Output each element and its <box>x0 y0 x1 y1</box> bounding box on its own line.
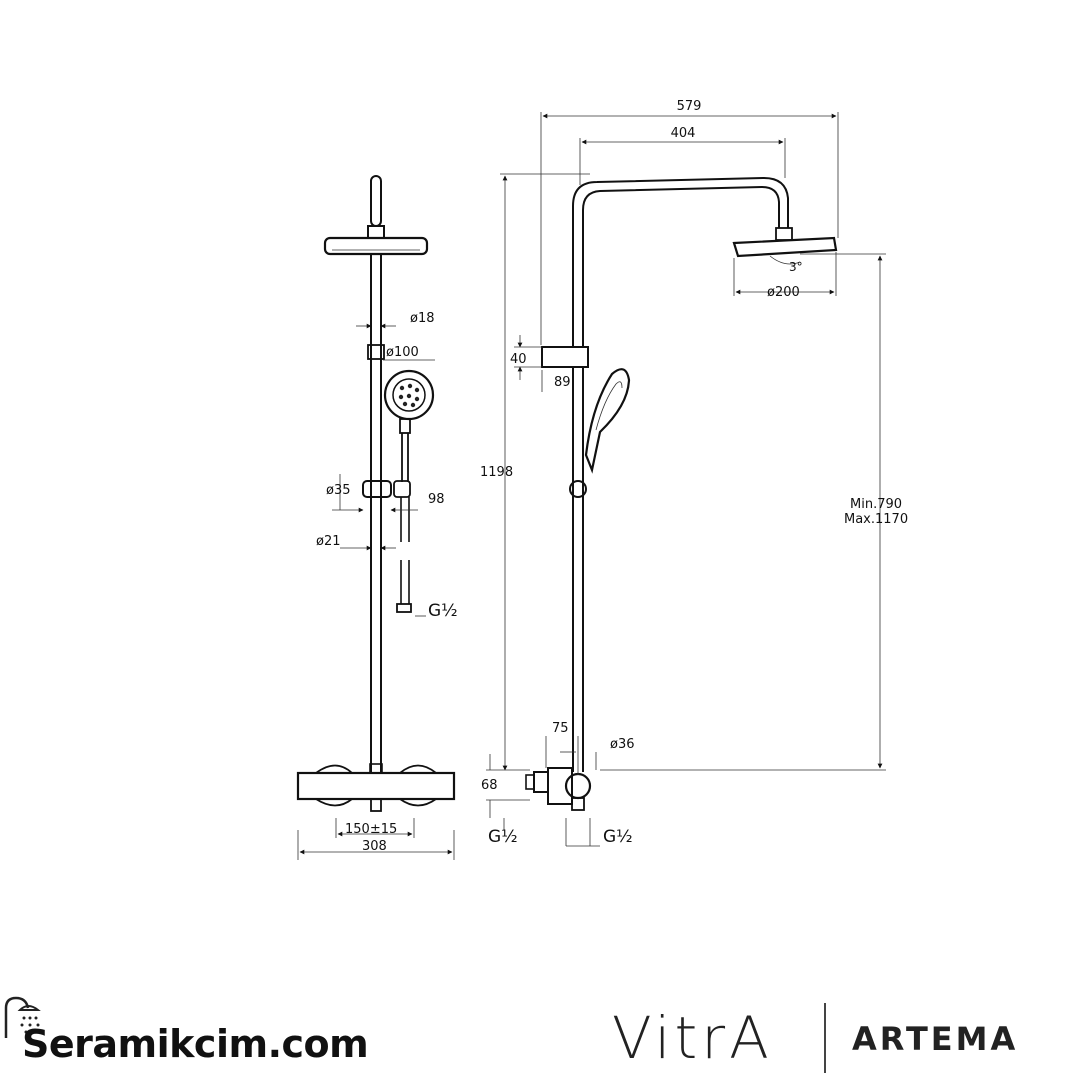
dim-18: ø18 <box>410 311 435 326</box>
dim-35: ø35 <box>326 483 351 498</box>
dim-21: ø21 <box>316 534 341 549</box>
site-name: Seramikcim.com <box>22 1022 369 1066</box>
side-bracket <box>541 346 589 368</box>
dim-200: ø200 <box>767 285 800 300</box>
dim-g12-left: G½ <box>488 827 518 847</box>
dim-68: 68 <box>481 778 498 793</box>
dim-89: 89 <box>554 375 571 390</box>
dim-max1170: Max.1170 <box>844 512 908 527</box>
artema-logo: ARTEMA <box>852 1020 1019 1058</box>
dim-98: 98 <box>428 492 445 507</box>
dim-150: 150±15 <box>345 822 397 837</box>
side-slider-knob <box>569 480 587 498</box>
side-hand-shower <box>584 368 631 474</box>
dim-40: 40 <box>510 352 527 367</box>
front-coupling <box>367 344 385 360</box>
front-mixer-body <box>296 771 456 801</box>
dim-3deg: 3° <box>789 260 803 274</box>
side-view <box>486 112 886 847</box>
dim-1198: 1198 <box>480 465 513 480</box>
dim-min790: Min.790 <box>850 497 902 512</box>
dim-75: 75 <box>552 721 569 736</box>
shower-head-icon <box>4 996 41 1038</box>
dim-g12-side: G½ <box>428 601 458 621</box>
dim-579: 579 <box>677 99 702 114</box>
side-mixer <box>564 772 592 800</box>
logo-separator <box>824 1003 826 1073</box>
front-slider <box>362 480 392 498</box>
front-top-nub <box>370 175 382 227</box>
dim-g12-right: G½ <box>603 827 633 847</box>
dim-36: ø36 <box>610 737 635 752</box>
front-view <box>296 175 456 860</box>
vitra-logo: VitrA <box>612 1004 773 1072</box>
side-overhead-shower <box>732 236 838 258</box>
front-top-connector <box>367 225 385 239</box>
front-overhead-shower <box>323 236 429 256</box>
dim-404: 404 <box>671 126 696 141</box>
dim-308: 308 <box>362 839 387 854</box>
dim-100: ø100 <box>386 345 419 360</box>
